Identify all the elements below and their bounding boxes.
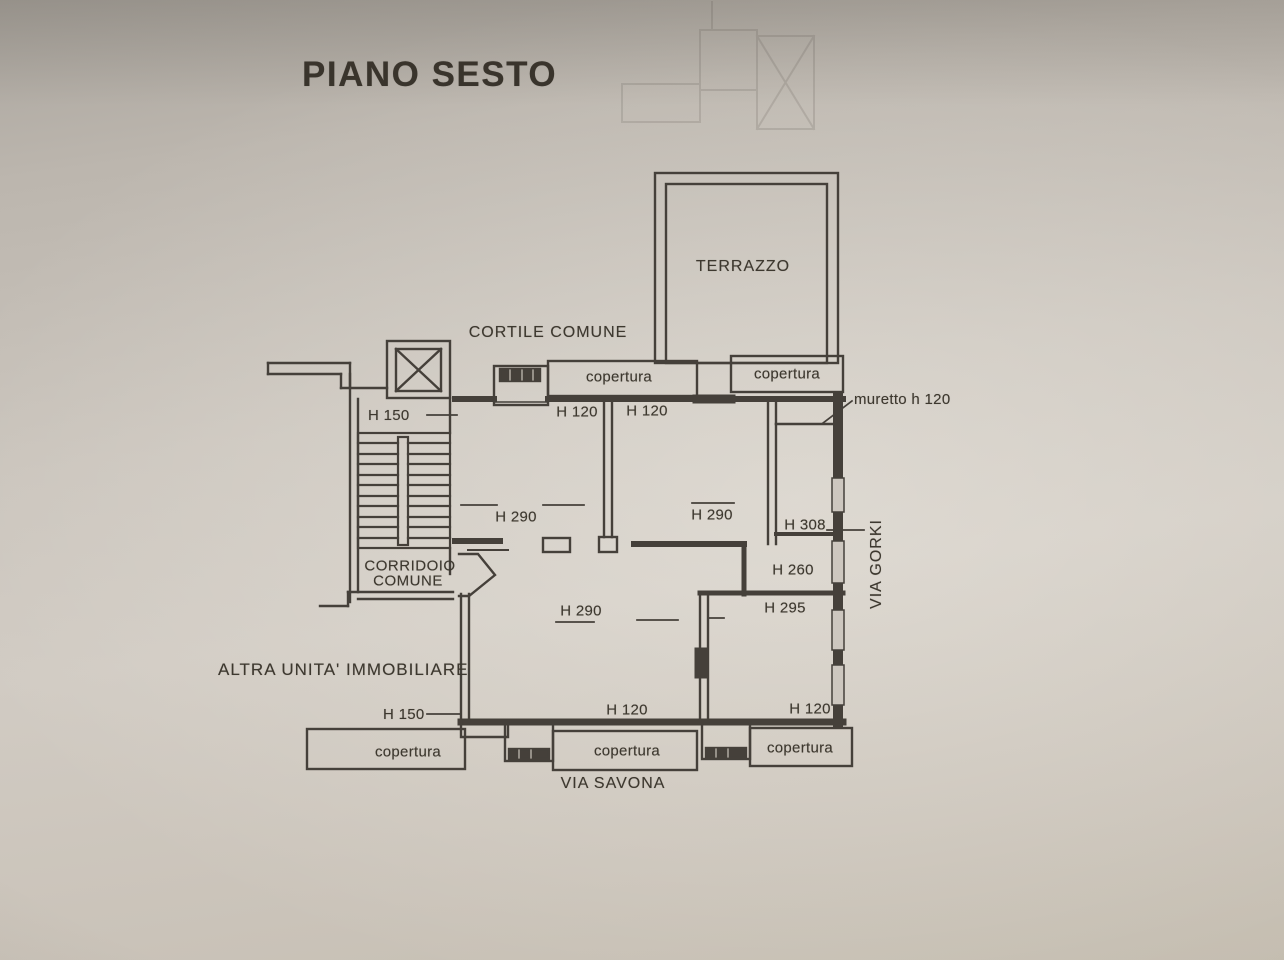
street-label-via-gorki: VIA GORKI: [868, 519, 885, 609]
height-label-h120-living: H 120: [606, 701, 648, 719]
height-label-h150-bottom: H 150: [383, 706, 425, 723]
dimension-leaders: [426, 399, 865, 715]
height-label-h120-room1: H 120: [556, 403, 598, 421]
copertura-top-right-label: copertura: [753, 365, 821, 383]
bleedthrough-lines: [621, 1, 816, 131]
stairs: [356, 431, 452, 550]
bottom-coverings: [305, 719, 854, 772]
copertura-bottom-center-label: copertura: [593, 742, 661, 760]
elevator-icon: [385, 339, 452, 400]
copertura-bottom-left-label: copertura: [374, 743, 442, 761]
height-label-h290-room2: H 290: [691, 506, 733, 524]
room-label-terrazzo: TERRAZZO: [695, 258, 791, 275]
height-label-h150-top: H 150: [368, 407, 410, 424]
terrazzo-outline: [653, 171, 840, 365]
apartment-walls: [266, 361, 847, 739]
height-label-h295: H 295: [764, 599, 806, 617]
area-label-comune: COMUNE: [373, 572, 443, 590]
height-label-h290-room1: H 290: [495, 508, 537, 526]
copertura-top-left-label: copertura: [585, 368, 653, 386]
annotation-muretto: muretto h 120: [854, 391, 951, 408]
street-label-via-savona: VIA SAVONA: [560, 775, 666, 792]
area-label-corridoio: CORRIDOIO: [364, 557, 456, 575]
area-label-altra-unita: ALTRA UNITA' IMMOBILIARE: [218, 660, 469, 679]
height-label-h308: H 308: [784, 516, 826, 534]
height-label-h120-bottom-right: H 120: [789, 700, 831, 718]
top-coverings: [492, 354, 845, 407]
height-label-h290-living: H 290: [560, 602, 602, 620]
area-label-cortile-comune: CORTILE COMUNE: [468, 324, 628, 341]
height-label-h260: H 260: [772, 561, 814, 579]
entrance-door: [457, 552, 497, 598]
copertura-bottom-right-label: copertura: [766, 739, 834, 757]
page-title: PIANO SESTO: [302, 55, 558, 94]
height-label-h120-room2: H 120: [626, 402, 668, 420]
